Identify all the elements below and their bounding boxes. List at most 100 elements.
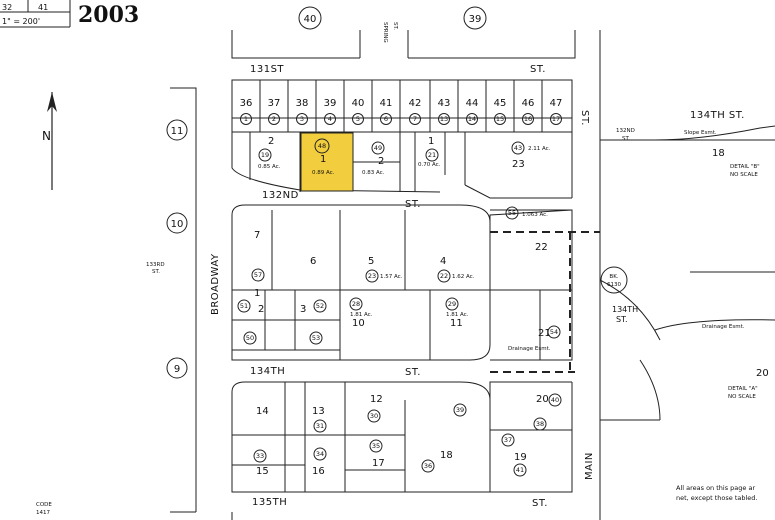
parcel-2: 2 bbox=[272, 115, 276, 123]
b9-parcel-39: 39 bbox=[456, 406, 464, 414]
right-lot-20: 20 bbox=[756, 368, 769, 379]
book-number-left: 32 bbox=[2, 3, 12, 12]
sheet-ref-40-label: 40 bbox=[304, 14, 317, 25]
bk-6130-marker[interactable]: BK. 6130 bbox=[600, 266, 628, 294]
code-number: 1417 bbox=[36, 510, 50, 516]
street-spring-st: ST. bbox=[392, 22, 398, 30]
parcel-3: 3 bbox=[300, 115, 304, 123]
street-131st-end: ST. bbox=[530, 64, 546, 75]
b11-area-49: 0.83 Ac. bbox=[362, 170, 385, 176]
b11-parcel-48: 48 bbox=[318, 142, 326, 150]
b9-parcel-36: 36 bbox=[424, 462, 432, 470]
boundary-dashed bbox=[490, 231, 600, 373]
map-scale: 1" = 200' bbox=[2, 17, 40, 26]
north-arrow-icon: N bbox=[42, 92, 57, 190]
right-detail-b: DETAIL "B" bbox=[730, 164, 760, 170]
b9-lot-20: 20 bbox=[536, 394, 549, 405]
bk-number: 6130 bbox=[607, 282, 621, 288]
bk-label: BK. bbox=[609, 274, 618, 280]
block-10-parcels: 7 57 6 5 23 1.57 Ac. 4 22 1.62 Ac. 55 1.… bbox=[237, 206, 561, 352]
b11-area-48: 0.89 Ac. bbox=[312, 170, 335, 176]
parcel-6: 6 bbox=[384, 115, 388, 123]
block-circle-10[interactable]: 10 bbox=[166, 212, 188, 234]
parcel-17: 17 bbox=[552, 115, 560, 123]
lot-36: 36 bbox=[240, 98, 253, 109]
b10-lot-22: 22 bbox=[535, 242, 548, 253]
b11-area-43: 2.11 Ac. bbox=[528, 146, 551, 152]
b10-parcel-50: 50 bbox=[246, 334, 254, 342]
lot-46: 46 bbox=[522, 98, 535, 109]
b11-lot-1: 1 bbox=[320, 154, 326, 165]
street-edges bbox=[170, 30, 775, 520]
b9-parcel-31: 31 bbox=[316, 422, 324, 430]
b10-parcel-28: 28 bbox=[352, 300, 360, 308]
block-circle-10-label: 10 bbox=[171, 219, 184, 230]
lot-44: 44 bbox=[466, 98, 479, 109]
b10-parcel-55: 55 bbox=[508, 209, 516, 217]
street-broadway: BROADWAY bbox=[210, 253, 221, 315]
street-133rd-left: 133RD bbox=[146, 262, 165, 268]
lot-42: 42 bbox=[409, 98, 422, 109]
block-circle-11[interactable]: 11 bbox=[166, 119, 188, 141]
street-134th: 134TH bbox=[250, 366, 285, 377]
b9-parcel-33: 33 bbox=[256, 452, 264, 460]
lot-45: 45 bbox=[494, 98, 507, 109]
b10-lot-1: 1 bbox=[254, 288, 260, 299]
street-135th-end: ST. bbox=[532, 498, 548, 509]
b9-lot-12: 12 bbox=[370, 394, 383, 405]
b11-parcel-19: 19 bbox=[261, 151, 269, 159]
block-circle-9-label: 9 bbox=[174, 364, 180, 375]
b11-area-19: 0.85 Ac. bbox=[258, 164, 281, 170]
block-circle-9[interactable]: 9 bbox=[166, 357, 188, 379]
street-main: MAIN bbox=[584, 452, 595, 480]
street-131st: 131ST bbox=[250, 64, 284, 75]
block-circle-11-label: 11 bbox=[171, 126, 184, 137]
parcel-15: 15 bbox=[496, 115, 504, 123]
top-parcels[interactable] bbox=[240, 113, 562, 125]
parcel-7: 7 bbox=[413, 115, 417, 123]
footnote-line-2: net, except those tabled. bbox=[676, 494, 757, 502]
right-slope-esmt: Slope Esmt. bbox=[684, 130, 717, 136]
street-135th: 135TH bbox=[252, 497, 287, 508]
right-detail-b-ns: NO SCALE bbox=[730, 172, 758, 178]
b9-parcel-35: 35 bbox=[372, 442, 380, 450]
b10-lot-6: 6 bbox=[310, 256, 316, 267]
parcel-13: 13 bbox=[440, 115, 448, 123]
street-132nd: 132ND bbox=[262, 190, 299, 201]
block-11-parcels: 2 19 0.85 Ac. 48 1 0.89 Ac. 49 2 0.83 Ac… bbox=[258, 136, 551, 176]
b9-parcel-38: 38 bbox=[536, 420, 544, 428]
street-134th-end: ST. bbox=[405, 367, 421, 378]
block-10 bbox=[231, 204, 573, 361]
parcel-48-highlight[interactable] bbox=[300, 132, 354, 192]
lot-41: 41 bbox=[380, 98, 393, 109]
b11-lot-1b: 1 bbox=[428, 136, 434, 147]
sheet-ref-39-label: 39 bbox=[469, 14, 482, 25]
sheet-ref-40[interactable]: 40 bbox=[298, 6, 322, 30]
b11-parcel-43: 43 bbox=[514, 144, 522, 152]
street-134th-right: 134TH ST. bbox=[690, 110, 745, 121]
b9-parcel-34: 34 bbox=[316, 450, 324, 458]
map-header: 32 41 1" = 200' 2003 bbox=[0, 0, 139, 28]
b11-area-21: 0.70 Ac. bbox=[418, 162, 441, 168]
sheet-ref-39[interactable]: 39 bbox=[463, 6, 487, 30]
code-label: CODE bbox=[36, 502, 52, 508]
b9-parcel-30: 30 bbox=[370, 412, 378, 420]
lot-47: 47 bbox=[550, 98, 563, 109]
b10-lot-11: 11 bbox=[450, 318, 463, 329]
footnote-line-1: All areas on this page ar bbox=[676, 484, 755, 492]
b10-parcel-22: 22 bbox=[440, 272, 448, 280]
b10-lot-4: 4 bbox=[440, 256, 446, 267]
street-main-st-right: ST. bbox=[579, 110, 590, 126]
b10-parcel-57: 57 bbox=[254, 271, 262, 279]
b10-parcel-23: 23 bbox=[368, 272, 376, 280]
street-134th-right2-st: ST. bbox=[616, 315, 628, 324]
b10-area-23: 1.57 Ac. bbox=[380, 274, 403, 280]
north-label: N bbox=[42, 129, 51, 143]
block-9 bbox=[231, 381, 573, 493]
street-133rd-left-st: ST. bbox=[152, 269, 160, 275]
b9-lot-14: 14 bbox=[256, 406, 269, 417]
b11-lot-23: 23 bbox=[512, 159, 525, 170]
street-spring: SPRING bbox=[382, 22, 388, 43]
b9-lot-17: 17 bbox=[372, 458, 385, 469]
b10-lot-5: 5 bbox=[368, 256, 374, 267]
